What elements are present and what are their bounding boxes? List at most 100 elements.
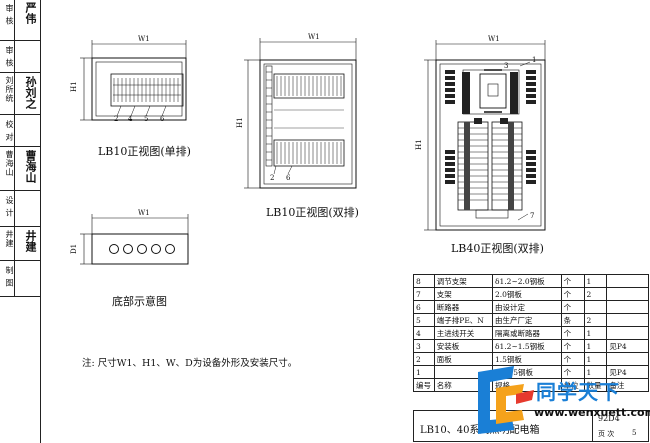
sidebar-cell-check: 校 对 [0,114,40,147]
caption-lb40-double: LB40正视图(双排) [451,242,544,255]
bom-cell: 1 [583,326,608,340]
bom-cell [606,313,649,327]
signature: 严伟 [24,2,37,24]
dimension-note: 注: 尺寸W1、H1、W、D为设备外形及安装尺寸。 [82,358,298,369]
bom-cell: 编号 [413,378,435,392]
bom-cell: 主进线开关 [433,326,494,340]
bom-cell [606,287,649,301]
caption-lb10-double: LB10正视图(双排) [266,206,359,219]
page-label: 页 次 [598,430,615,438]
signature: 孙刘之 [24,76,37,109]
sidebar-cell-drafting: 制 图 [0,260,40,297]
sidebar-cell-design: 设 计 [0,190,40,227]
bottom-view-drawing [80,214,189,265]
callout-6: 6 [160,115,165,123]
bom-cell: 由设计定 [492,300,562,314]
bom-cell: 5 [413,313,435,327]
bom-cell: 7 [413,287,435,301]
sidebar-label: 审 核 [5,46,14,68]
bom-cell: 个 [560,339,585,353]
dim-d1: D1 [70,244,78,254]
watermark-url: www.wenxuett.com [534,406,650,419]
sidebar-cell-designer: 井建 井建 [0,226,40,261]
bom-cell: 见P4 [606,339,649,353]
lb40-double-drawing [424,40,546,231]
sidebar-label: 校 对 [5,120,14,142]
bom-cell: 4 [413,326,435,340]
bom-cell: 由生产厂定 [492,313,562,327]
callout-3: 3 [504,62,508,70]
sidebar-label: 设 计 [5,196,14,218]
sidebar-cell-manager: 刘所统 孙刘之 [0,72,40,115]
callout-7: 7 [530,212,534,220]
lb10-double-drawing [244,38,357,189]
sidebar-title-block: 审 核 严伟 审 核 刘所统 孙刘之 校 对 曹海山 曹海山 设 计 井建 井建… [0,0,41,443]
dim-h1: H1 [236,117,244,128]
sidebar-label: 制 图 [5,266,14,288]
dim-w1: W1 [138,35,150,43]
sidebar-label: 井建 [5,230,14,248]
bom-cell: 断路器 [433,300,494,314]
bom-cell: 1 [413,365,435,379]
watermark-site-name: 同学天下 [536,380,620,404]
bom-cell [606,300,649,314]
dim-w1: W1 [138,209,150,217]
drawing-number: 92D4 [598,414,620,423]
lb10-single-drawing [80,40,187,121]
lb40-insulator-stacks [445,70,536,184]
bom-cell: 2 [413,352,435,366]
sidebar-label: 曹海山 [5,150,14,177]
page-number: 5 [632,429,637,437]
dim-w1: W1 [308,33,320,41]
bom-cell [583,300,608,314]
bom-cell: 8 [413,274,435,288]
dim-h1: H1 [70,81,78,92]
sidebar-cell-review2: 审 核 [0,40,40,73]
callout-4: 4 [128,115,133,123]
bom-cell: 6 [413,300,435,314]
bom-cell: 1 [583,274,608,288]
caption-bottom-view: 底部示意图 [112,295,167,308]
signature: 曹海山 [24,150,37,183]
callout-1: 1 [532,56,536,64]
bom-cell: 个 [560,287,585,301]
sidebar-label: 审 核 [5,4,14,26]
bom-cell: 2.0钢板 [492,287,562,301]
bom-cell: 安装板 [433,339,494,353]
bom-cell: 个 [560,300,585,314]
signature: 井建 [24,230,37,252]
callout-2: 2 [114,115,118,123]
callout-6: 6 [286,174,291,182]
caption-lb10-single: LB10正视图(单排) [98,145,191,158]
bom-cell: 数量 [583,378,608,392]
dim-w1: W1 [488,35,500,43]
bom-cell: 隔离或断路器 [492,326,562,340]
sidebar-cell-review: 审 核 严伟 [0,0,40,41]
bom-cell: 备注 [606,378,649,392]
bom-cell [606,326,649,340]
bom-cell: δ1.2~1.5钢板 [492,339,562,353]
logo-mark-icon [478,366,534,434]
callout-5: 5 [144,115,148,123]
sidebar-divider [14,0,15,296]
sidebar-cell-checker: 曹海山 曹海山 [0,146,40,191]
watermark-logo: 同学天下 www.wenxuett.com [472,362,650,442]
bom-cell [606,274,649,288]
bom-cell: 调节支架 [433,274,494,288]
dim-h1: H1 [415,139,423,150]
sidebar-label: 刘所统 [5,76,14,103]
bom-cell: 3 [413,339,435,353]
callout-2: 2 [270,174,274,182]
bom-cell: 支架 [433,287,494,301]
title-divider [592,411,593,441]
bom-cell: 1 [583,339,608,353]
bom-cell: 2 [583,313,608,327]
bom-cell: δ1.2~2.0钢板 [492,274,562,288]
